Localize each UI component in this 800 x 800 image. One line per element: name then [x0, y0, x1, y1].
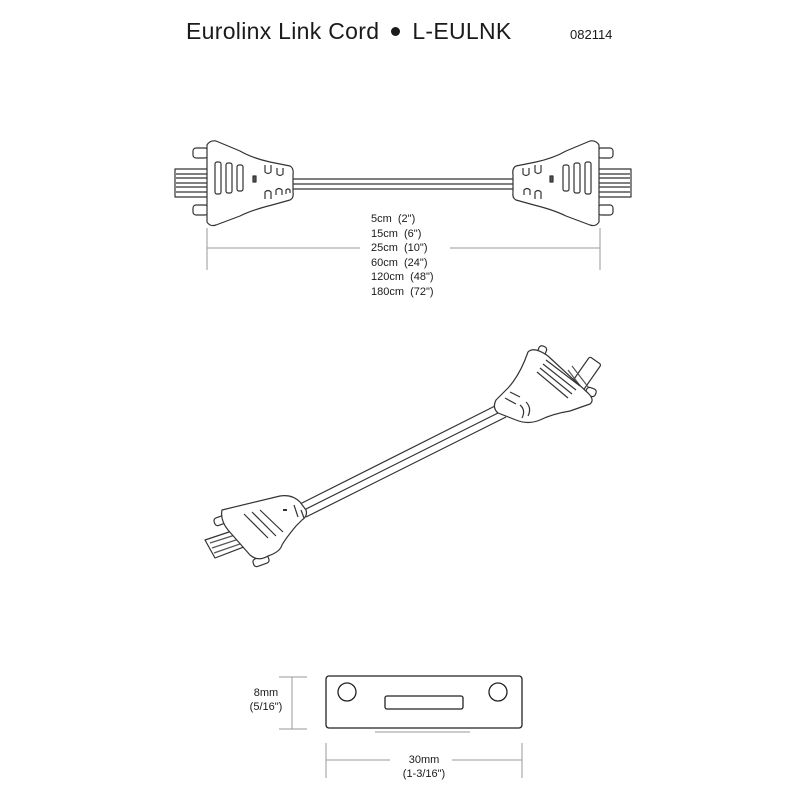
length-option: 60cm (24") [371, 256, 428, 269]
height-dimension-label: 8mm (5/16") [249, 687, 283, 713]
width-dimension-label: 30mm (1-3/16") [402, 754, 446, 780]
length-option: 180cm (72") [371, 285, 434, 298]
end-view-dimensions [279, 676, 523, 778]
length-dimension [206, 228, 601, 270]
upper-connector-icon [493, 345, 602, 424]
doc-code: 082114 [570, 27, 613, 42]
cord-perspective-view [204, 345, 602, 568]
page-title: Eurolinx Link Cord L-EULNK [186, 18, 512, 45]
part-number: L-EULNK [412, 18, 512, 44]
left-connector-icon [174, 140, 294, 227]
right-connector-icon [512, 140, 632, 227]
product-name: Eurolinx Link Cord [186, 18, 380, 44]
length-option: 120cm (48") [371, 271, 434, 284]
length-option: 5cm (2") [371, 213, 416, 225]
bullet-separator [391, 26, 401, 36]
cable-side-view [292, 178, 514, 190]
length-options-list: 5cm (2") 15cm (6") 25cm (10") 60cm (24")… [371, 212, 434, 300]
end-view-icon [325, 675, 523, 733]
length-option: 15cm (6") [371, 227, 422, 240]
lower-connector-icon [204, 495, 308, 568]
length-option: 25cm (10") [371, 242, 428, 255]
